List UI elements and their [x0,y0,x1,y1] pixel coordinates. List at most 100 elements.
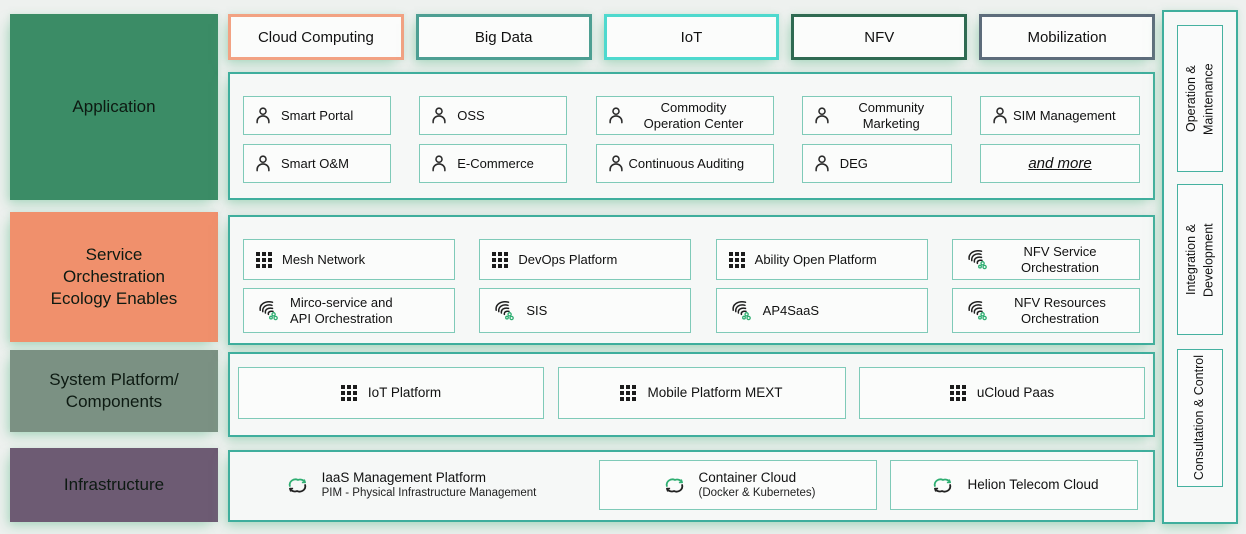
svc-item-nfv-resources-orchestration: NFV Resources Orchestration [951,288,1140,333]
orchestration-swirl-icon [256,299,280,323]
app-item-label: OSS [457,107,485,123]
grid-icon [949,385,966,401]
infra-item-container-cloud: Container Cloud (Docker & Kubernetes) [599,460,877,510]
person-icon [428,153,450,175]
service-orchestration-panel: Mesh Network DevOps Platform Ability Ope… [228,215,1155,345]
infra-item-subtitle: (Docker & Kubernetes) [698,486,816,499]
app-item-smart-portal: Smart Portal [243,96,391,135]
category-label: Mobilization [1027,28,1107,46]
app-item-label: Community Marketing [858,99,925,131]
sidebar-item-label: Operation & Maintenance [1183,62,1216,135]
app-item-smart-om: Smart O&M [243,144,391,183]
app-item-label: DEG [839,155,868,171]
cloud-sync-icon [929,475,956,496]
svc-item-label: Mesh Network [282,251,366,267]
category-big-data: Big Data [415,14,592,60]
grid-icon [340,385,357,401]
app-item-e-commerce: E-Commerce [419,144,568,183]
svc-item-label: AP4SaaS [762,302,820,318]
sys-item-ucloud-paas: uCloud Paas [859,367,1145,419]
app-item-label: E-Commerce [457,155,534,171]
layer-label-text: System Platform/ Components [49,369,179,411]
layer-label-system-platform: System Platform/ Components [10,350,218,432]
category-label: Cloud Computing [257,28,374,46]
infra-item-subtitle: PIM - Physical Infrastructure Management [321,486,537,499]
sys-item-label: uCloud Paas [976,384,1055,400]
category-nfv: NFV [791,14,968,60]
cloud-sync-icon [284,475,311,496]
orchestration-swirl-icon [965,299,989,323]
svc-item-nfv-service-orchestration: NFV Service Orchestration [951,239,1140,280]
svc-item-mesh-network: Mesh Network [243,239,455,280]
sidebar-item-integration-development: Integration & Development [1177,184,1223,335]
layer-label-infrastructure: Infrastructure [10,448,218,522]
svc-item-label: NFV Resources Orchestration [1014,294,1106,326]
svc-item-label: Mirco-service and API Orchestration [290,294,393,326]
cloud-sync-icon [661,475,688,496]
app-item-continuous-auditing: Continuous Auditing [595,144,774,183]
infra-item-text: Container Cloud (Docker & Kubernetes) [699,470,816,501]
person-icon [252,105,274,127]
sidebar-item-label: Integration & Development [1183,222,1216,297]
sys-item-iot-platform: IoT Platform [238,367,544,419]
app-item-label: Smart O&M [281,155,349,171]
app-item-label: SIM Management [1013,107,1116,123]
person-icon [605,153,627,175]
category-label: IoT [680,28,703,46]
person-icon [428,105,450,127]
app-item-sim-management: SIM Management [980,96,1140,135]
svc-item-label: NFV Service Orchestration [1020,243,1099,275]
sidebar-item-operation-maintenance: Operation & Maintenance [1177,25,1223,172]
orchestration-swirl-icon [492,299,516,323]
svc-item-ability-open-platform: Ability Open Platform [715,239,928,280]
right-sidebar: Operation & Maintenance Integration & De… [1162,10,1238,524]
app-item-label: Smart Portal [281,107,354,123]
layer-label-text: Service Orchestration Ecology Enables [50,244,178,309]
svc-item-label: SIS [526,302,548,318]
sys-item-label: IoT Platform [367,384,442,400]
app-item-label: and more [1028,154,1092,172]
layer-label-text: Infrastructure [63,474,165,494]
svc-item-sis: SIS [479,288,692,333]
layer-label-application: Application [10,14,218,200]
infra-item-text: IaaS Management Platform PIM - Physical … [322,470,537,501]
system-platform-panel: IoT Platform Mobile Platform MEXT uCloud… [228,352,1155,437]
app-item-oss: OSS [419,96,568,135]
infra-item-title: Helion Telecom Cloud [967,476,1099,492]
infra-item-iaas-management-platform: IaaS Management Platform PIM - Physical … [234,460,586,510]
infra-item-title: IaaS Management Platform [321,469,486,485]
app-item-and-more: and more [980,144,1140,183]
grid-icon [728,251,745,268]
svc-item-micro-service-api-orchestration: Mirco-service and API Orchestration [243,288,455,333]
sidebar-item-label: Consultation & Control [1192,355,1207,481]
grid-icon [256,251,272,268]
category-label: Big Data [474,28,533,46]
infra-item-title: Container Cloud [698,469,797,485]
infrastructure-row: IaaS Management Platform PIM - Physical … [230,452,1153,510]
grid-icon [492,251,509,268]
grid-icon [620,385,637,401]
app-item-label: Commodity Operation Center [643,99,744,131]
application-panel: Smart Portal OSS Commodity Operation Cen… [228,72,1155,200]
infra-item-helion-telecom-cloud: Helion Telecom Cloud [890,460,1138,510]
category-iot: IoT [603,14,780,60]
sys-item-mobile-platform-mext: Mobile Platform MEXT [557,367,846,419]
sys-item-label: Mobile Platform MEXT [647,384,783,400]
application-grid: Smart Portal OSS Commodity Operation Cen… [230,74,1153,183]
app-item-community-marketing: Community Marketing [801,96,952,135]
sidebar-item-consultation-control: Consultation & Control [1177,349,1223,487]
orchestration-swirl-icon [965,248,989,272]
app-item-deg: DEG [801,144,952,183]
svc-item-label: Ability Open Platform [754,251,877,267]
svc-item-ap4saas: AP4SaaS [715,288,928,333]
person-icon [252,153,274,175]
person-icon [605,105,627,127]
infrastructure-panel: IaaS Management Platform PIM - Physical … [228,450,1155,522]
service-orchestration-grid: Mesh Network DevOps Platform Ability Ope… [230,217,1153,333]
category-label: NFV [864,28,895,46]
layer-label-service-orchestration: Service Orchestration Ecology Enables [10,212,218,342]
svc-item-label: DevOps Platform [518,251,618,267]
person-icon [811,153,833,175]
app-item-commodity-operation-center: Commodity Operation Center [595,96,774,135]
